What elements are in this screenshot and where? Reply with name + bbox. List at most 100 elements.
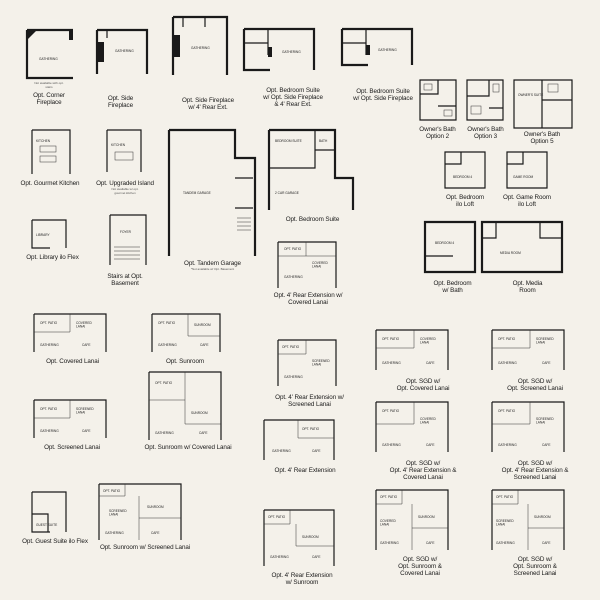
caption-bed-suite-side-fp: Opt. Bedroom Suite w/ Opt. Side Fireplac… bbox=[353, 88, 413, 103]
plan-owners-bath-2 bbox=[418, 78, 458, 123]
room-label: GATHERING bbox=[40, 343, 59, 347]
plan-sunroom: OPT. PATIO SUNROOM GATHERING CAFE bbox=[148, 312, 223, 354]
room-label: SUNROOM bbox=[418, 515, 435, 519]
stairs-basement-plan-drawing: FOYER bbox=[109, 214, 147, 265]
room-label: OPT. PATIO bbox=[382, 337, 400, 341]
caption-tandem-garage: Opt. Tandem Garage bbox=[184, 260, 241, 267]
room-label: GATHERING bbox=[270, 555, 289, 559]
owners-bath-3-plan-drawing bbox=[466, 79, 504, 121]
caption-covered-lanai: Opt. Covered Lanai bbox=[46, 358, 99, 365]
caption-bedroom-loft: Opt. Bedroom ilo Loft bbox=[446, 194, 484, 209]
room-label: GATHERING bbox=[380, 541, 399, 545]
bed-suite-side-fp-rear-ext-plan-drawing: GATHERING bbox=[242, 27, 316, 72]
caption-side-fireplace-rear-ext: Opt. Side Fireplace w/ 4' Rear Ext. bbox=[182, 97, 234, 112]
caption-sgd-sunroom-covered: Opt. SGD w/ Opt. Sunroom & Covered Lanai bbox=[398, 556, 442, 578]
caption-library-flex: Opt. Library ilo Flex bbox=[26, 254, 79, 261]
room-label: BATH bbox=[319, 139, 328, 143]
room-label: OPT. PATIO bbox=[382, 409, 400, 413]
plan-library-flex: LIBRARY bbox=[30, 218, 70, 250]
room-label: GATHERING bbox=[158, 343, 177, 347]
plan-bedroom-suite: BEDROOM SUITE BATH 2 CAR GARAGE bbox=[265, 128, 360, 213]
guest-suite-flex-plan-drawing: GUEST SUITE bbox=[31, 491, 67, 533]
room-label: CAFE bbox=[82, 429, 91, 433]
plan-game-room-loft: GAME ROOM bbox=[505, 150, 550, 190]
caption-media-room: Opt. Media Room bbox=[512, 280, 543, 295]
plan-rear-ext: OPT. PATIO GATHERING CAFE bbox=[258, 418, 338, 463]
caption-sunroom: Opt. Sunroom bbox=[166, 358, 204, 365]
room-label: OPT. PATIO bbox=[498, 337, 516, 341]
caption-owners-bath-3: Owner's Bath Option 3 bbox=[467, 126, 504, 141]
room-label: SUNROOM bbox=[534, 515, 551, 519]
plan-bed-suite-side-fp: GATHERING bbox=[338, 25, 416, 70]
room-label: BEDROOM 4 bbox=[435, 241, 454, 245]
room-label: SUNROOM bbox=[191, 411, 208, 415]
room-label: GATHERING bbox=[155, 431, 174, 435]
plan-owners-bath-3 bbox=[465, 78, 505, 123]
plan-side-fireplace: GATHERING bbox=[95, 28, 150, 76]
room-label: LIBRARY bbox=[36, 233, 50, 237]
library-flex-plan-drawing: LIBRARY bbox=[31, 219, 67, 249]
corner-fireplace-plan-drawing: GATHERING bbox=[25, 28, 73, 80]
room-label: OPT. PATIO bbox=[103, 489, 121, 493]
room-label: GATHERING bbox=[272, 449, 291, 453]
room-label: KITCHEN bbox=[36, 139, 51, 143]
room-label: GATHERING bbox=[105, 531, 124, 535]
room-label: CAFE bbox=[82, 343, 91, 347]
room-label: CAFE bbox=[542, 541, 551, 545]
room-label: CAFE bbox=[200, 343, 209, 347]
room-label: CAFE bbox=[426, 361, 435, 365]
room-label: GATHERING bbox=[40, 429, 59, 433]
sunroom-covered-lanai-plan-drawing: OPT. PATIO SUNROOM GATHERING CAFE bbox=[148, 371, 222, 440]
room-label: TANDEM GARAGE bbox=[183, 191, 211, 195]
plan-media-room: MEDIA ROOM bbox=[480, 220, 565, 275]
room-label: OPT. PATIO bbox=[302, 427, 320, 431]
room-label: GAME ROOM bbox=[513, 175, 534, 179]
plan-upgraded-island: KITCHEN bbox=[105, 128, 145, 176]
rear-ext-plan-drawing: OPT. PATIO GATHERING CAFE bbox=[263, 419, 335, 460]
caption-sgd-covered-lanai: Opt. SGD w/ Opt. Covered Lanai bbox=[396, 378, 450, 393]
room-label: 2 CAR GARAGE bbox=[275, 191, 299, 195]
room-label: GATHERING bbox=[498, 443, 517, 447]
caption-rear-ext-sunroom: Opt. 4' Rear Extension w/ Sunroom bbox=[271, 572, 333, 587]
caption-owners-bath-2: Owner's Bath Option 2 bbox=[419, 126, 456, 141]
note-tandem-garage: *Not available w/ Opt. Basement bbox=[190, 267, 235, 271]
caption-sgd-rear-ext-screened: Opt. SGD w/ Opt. 4' Rear Extension & Scr… bbox=[501, 460, 569, 482]
room-label: CAFE bbox=[542, 443, 551, 447]
caption-bedroom-suite: Opt. Bedroom Suite bbox=[285, 216, 340, 223]
room-label: CAFE bbox=[542, 361, 551, 365]
room-label: MEDIA ROOM bbox=[500, 251, 521, 255]
caption-sunroom-screened-lanai: Opt. Sunroom w/ Screened Lanai bbox=[99, 544, 191, 551]
owners-bath-2-plan-drawing bbox=[419, 79, 457, 121]
caption-screened-lanai: Opt. Screened Lanai bbox=[44, 444, 100, 451]
room-label: OPT. PATIO bbox=[498, 409, 516, 413]
caption-rear-ext-covered-lanai: Opt. 4' Rear Extension w/ Covered Lanai bbox=[273, 292, 343, 307]
plan-rear-ext-sunroom: OPT. PATIO SUNROOM GATHERING CAFE bbox=[258, 508, 338, 568]
room-label: OPT. PATIO bbox=[40, 407, 58, 411]
room-label: OPT. PATIO bbox=[282, 345, 300, 349]
room-label: CAFE bbox=[312, 449, 321, 453]
plan-sunroom-covered-lanai: OPT. PATIO SUNROOM GATHERING CAFE bbox=[145, 370, 225, 442]
caption-side-fireplace: Opt. Side Fireplace bbox=[107, 95, 134, 110]
caption-upgraded-island: Opt. Upgraded Island bbox=[96, 180, 154, 187]
room-label: BEDROOM SUITE bbox=[275, 139, 302, 143]
room-label: BEDROOM 4 bbox=[453, 175, 472, 179]
room-label: GATHERING bbox=[284, 375, 303, 379]
caption-bedroom-bath: Opt. Bedroom w/ Bath bbox=[433, 280, 472, 295]
room-label: OPT. PATIO bbox=[284, 247, 302, 251]
room-label: GATHERING bbox=[382, 361, 401, 365]
